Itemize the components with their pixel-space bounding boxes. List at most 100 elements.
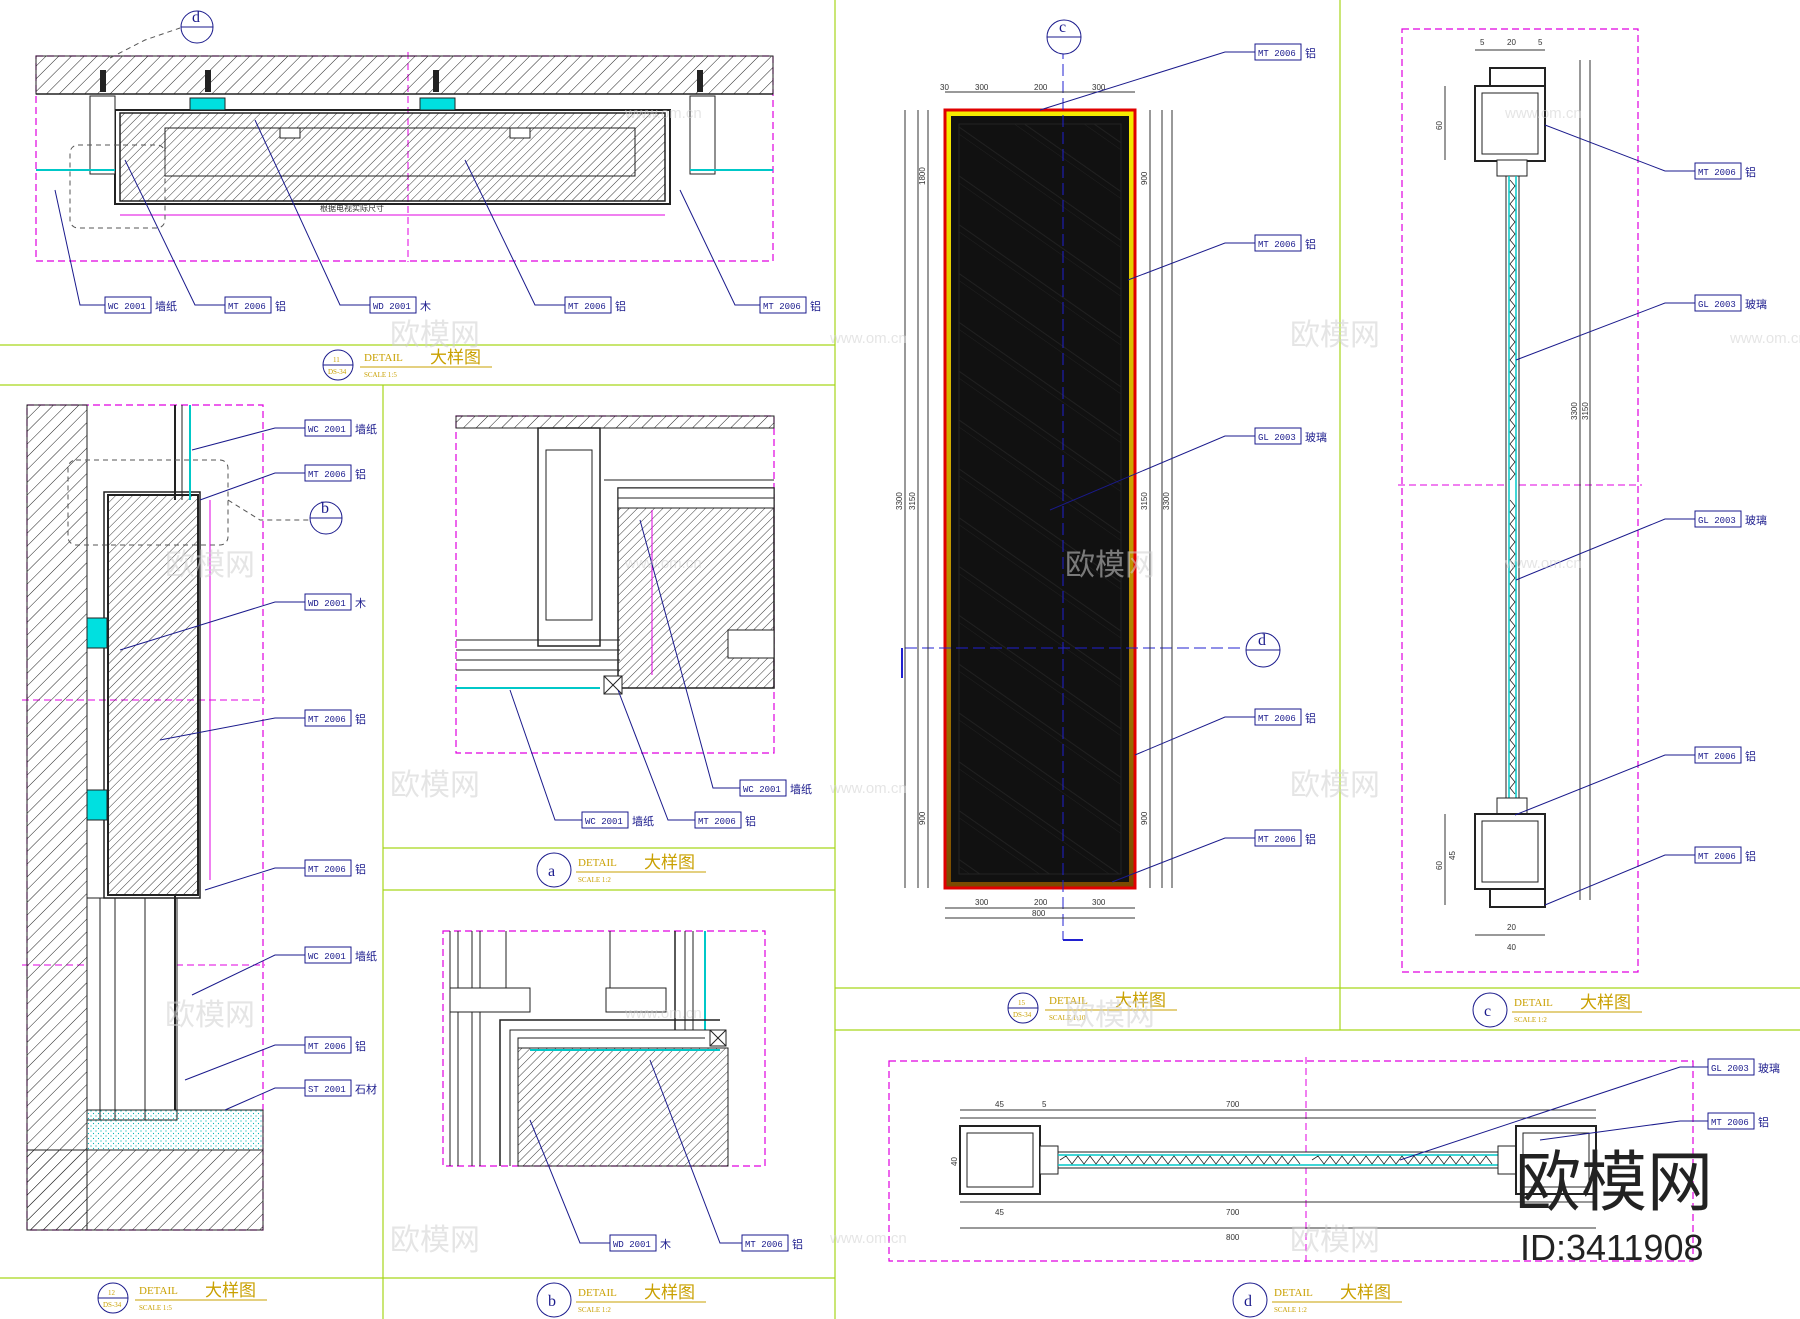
svg-text:45: 45 xyxy=(995,1100,1004,1109)
label-note: 铝 xyxy=(355,712,366,726)
svg-text:DS-34: DS-34 xyxy=(1013,1011,1032,1019)
label-note: 玻璃 xyxy=(1305,430,1327,444)
label-code: WD 2001 xyxy=(308,599,346,609)
label-code: MT 2006 xyxy=(308,715,346,725)
label-note: 铝 xyxy=(1305,832,1316,846)
svg-text:大样图: 大样图 xyxy=(430,348,481,368)
svg-text:DETAIL: DETAIL xyxy=(1514,997,1553,1009)
svg-text:SCALE 1:2: SCALE 1:2 xyxy=(578,1306,611,1314)
svg-text:45: 45 xyxy=(995,1208,1004,1217)
svg-text:5: 5 xyxy=(1042,1100,1047,1109)
label-note: 墙纸 xyxy=(155,299,177,313)
svg-text:200: 200 xyxy=(1034,898,1048,907)
svg-text:DETAIL: DETAIL xyxy=(1049,995,1088,1007)
svg-text:www.om.cn: www.om.cn xyxy=(624,105,702,122)
detail-c-drawing xyxy=(1398,28,1642,973)
svg-text:700: 700 xyxy=(1226,1208,1240,1217)
detail-15-bubbles: c d xyxy=(1046,19,1281,668)
svg-text:60: 60 xyxy=(1435,861,1444,870)
brand-watermark: 欧模网 ID:3411908 xyxy=(1515,1144,1713,1268)
svg-text:欧模网: 欧模网 xyxy=(1515,1144,1713,1221)
svg-text:欧模网: 欧模网 xyxy=(1065,998,1155,1033)
label-note: 墙纸 xyxy=(355,949,377,963)
label-code: GL 2003 xyxy=(1698,516,1736,526)
label-note: 铝 xyxy=(1745,749,1756,763)
label-note: 铝 xyxy=(355,467,366,481)
label-note: 木 xyxy=(420,300,431,313)
svg-text:3150: 3150 xyxy=(1140,492,1149,510)
label-code: MT 2006 xyxy=(1711,1118,1749,1128)
svg-text:3150: 3150 xyxy=(908,492,917,510)
detail-12-drawing xyxy=(22,404,265,1231)
label-code: MT 2006 xyxy=(698,817,736,827)
label-note: 铝 xyxy=(792,1237,803,1251)
svg-text:www.om.cn: www.om.cn xyxy=(829,780,907,797)
svg-text:300: 300 xyxy=(975,83,989,92)
label-note: 墙纸 xyxy=(632,814,654,828)
svg-text:欧模网: 欧模网 xyxy=(1290,768,1380,803)
svg-text:40: 40 xyxy=(950,1157,959,1166)
detail-c-title: c DETAIL 大样图 SCALE 1:2 xyxy=(1472,992,1642,1028)
label-note: 玻璃 xyxy=(1758,1061,1780,1075)
svg-text:www.om.cn: www.om.cn xyxy=(1504,555,1582,572)
svg-text:a: a xyxy=(548,863,555,880)
svg-text:SCALE 1:2: SCALE 1:2 xyxy=(1514,1016,1547,1024)
label-code: WC 2001 xyxy=(308,952,346,962)
svg-text:www.om.cn: www.om.cn xyxy=(829,330,907,347)
label-note: 铝 xyxy=(615,299,626,313)
label-note: 铝 xyxy=(1305,237,1316,251)
svg-text:DETAIL: DETAIL xyxy=(139,1285,178,1297)
svg-text:欧模网: 欧模网 xyxy=(165,548,255,583)
svg-text:300: 300 xyxy=(975,898,989,907)
svg-text:www.om.cn: www.om.cn xyxy=(624,555,702,572)
label-note: 木 xyxy=(660,1238,671,1251)
svg-text:DETAIL: DETAIL xyxy=(578,1287,617,1299)
label-code: WC 2001 xyxy=(585,817,623,827)
label-note: 铝 xyxy=(355,1039,366,1053)
svg-text:DS-34: DS-34 xyxy=(103,1301,122,1309)
label-code: MT 2006 xyxy=(1698,752,1736,762)
svg-text:SCALE 1:5: SCALE 1:5 xyxy=(364,371,397,379)
svg-text:30: 30 xyxy=(940,83,949,92)
svg-text:45: 45 xyxy=(1448,851,1457,860)
svg-text:大样图: 大样图 xyxy=(644,853,695,873)
label-note: 木 xyxy=(355,597,366,610)
label-note: 铝 xyxy=(810,299,821,313)
label-code: ST 2001 xyxy=(308,1085,346,1095)
label-code: MT 2006 xyxy=(1258,714,1296,724)
label-code: MT 2006 xyxy=(1698,852,1736,862)
label-code: MT 2006 xyxy=(568,302,606,312)
label-code: MT 2006 xyxy=(1258,240,1296,250)
svg-text:大样图: 大样图 xyxy=(1115,991,1166,1011)
detail-11-drawing: 根据电视实际尺寸 xyxy=(35,52,774,262)
detail-11-title: 11 DS-34 DETAIL 大样图 SCALE 1:5 xyxy=(322,348,492,381)
detail-a-drawing xyxy=(455,415,775,754)
label-code: GL 2003 xyxy=(1698,300,1736,310)
label-note: 铝 xyxy=(1305,46,1316,60)
detail-12-title: 12 DS-34 DETAIL 大样图 SCALE 1:5 xyxy=(97,1281,267,1314)
detail-15-leaders xyxy=(1039,51,1255,883)
svg-text:800: 800 xyxy=(1032,909,1046,918)
detail-c-dimensions: 5 20 5 60 3300 3150 45 60 20 40 xyxy=(1435,38,1590,952)
svg-text:DS-34: DS-34 xyxy=(328,368,347,376)
svg-text:欧模网: 欧模网 xyxy=(1290,1223,1380,1258)
svg-text:3150: 3150 xyxy=(1581,402,1590,420)
svg-text:DETAIL: DETAIL xyxy=(578,857,617,869)
svg-text:60: 60 xyxy=(1435,121,1444,130)
label-note: 墙纸 xyxy=(790,782,812,796)
label-code: WD 2001 xyxy=(613,1240,651,1250)
svg-text:d: d xyxy=(192,9,200,26)
label-note: 玻璃 xyxy=(1745,513,1767,527)
svg-text:5: 5 xyxy=(1538,38,1543,47)
svg-text:3300: 3300 xyxy=(1162,492,1171,510)
detail-d-drawing xyxy=(888,1057,1694,1265)
label-note: 石材 xyxy=(355,1082,377,1096)
svg-text:大样图: 大样图 xyxy=(1340,1283,1391,1303)
svg-text:b: b xyxy=(548,1293,556,1310)
detail-a-title: a DETAIL 大样图 SCALE 1:2 xyxy=(536,852,706,888)
svg-text:欧模网: 欧模网 xyxy=(1290,318,1380,353)
